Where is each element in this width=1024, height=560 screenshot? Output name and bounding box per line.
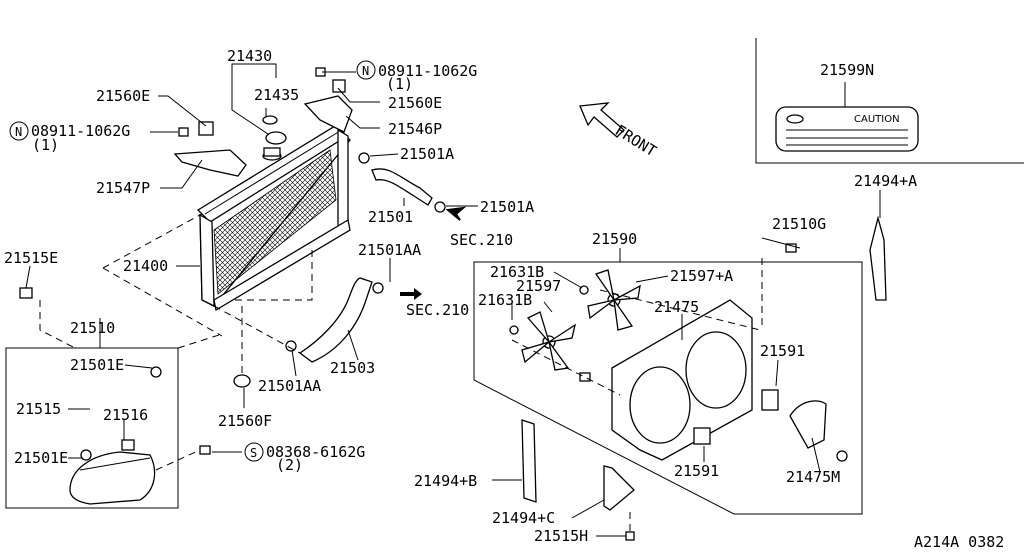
n-prefix-right: N (362, 64, 369, 78)
lower-hose-21503 (298, 277, 373, 363)
leader-lines (25, 63, 881, 537)
callout-08911-right-qty: (1) (386, 75, 413, 93)
callout-21501AA-top: 21501AA (358, 241, 421, 259)
fan-blade-21597 (521, 311, 576, 371)
callout-21599N: 21599N (820, 61, 874, 79)
callout-21515: 21515 (16, 400, 61, 418)
nissan-logo-icon (786, 114, 804, 124)
callout-21494A: 21494+A (854, 172, 917, 190)
callout-21590: 21590 (592, 230, 637, 248)
callout-08911-left: 08911-1062G (31, 122, 130, 140)
cap-gasket-icon (262, 115, 278, 125)
callout-21631B-top: 21631B (490, 263, 544, 281)
bracket-21547P (173, 149, 247, 177)
air-guide-21494C (603, 465, 635, 511)
clamp-reservoir-low (80, 449, 92, 461)
mount-rubber-left (198, 121, 214, 136)
air-guide-21494B (521, 419, 537, 503)
reservoir-cap-21516 (121, 439, 135, 451)
callout-21560E-right: 21560E (388, 94, 442, 112)
mount-rubber-right (332, 79, 346, 93)
callout-21503: 21503 (330, 359, 375, 377)
callout-21400: 21400 (123, 257, 168, 275)
upper-hose-21501 (371, 168, 433, 206)
callout-21501E-top: 21501E (70, 356, 124, 374)
shroud-ring-2 (685, 331, 747, 409)
callout-21515E: 21515E (4, 249, 58, 267)
bolt-s-symbol (244, 442, 264, 462)
callout-08368-qty: (2) (276, 456, 303, 474)
callout-21560E-left: 21560E (96, 87, 150, 105)
callout-21501: 21501 (368, 208, 413, 226)
callout-21435: 21435 (254, 86, 299, 104)
callout-21631B-low: 21631B (478, 291, 532, 309)
callout-21597A: 21597+A (670, 267, 733, 285)
caution-text: CAUTION (854, 114, 900, 125)
callout-21475: 21475 (654, 298, 699, 316)
callout-21516: 21516 (103, 406, 148, 424)
lower-mount-21560F (233, 374, 251, 388)
reservoir-box (5, 287, 264, 509)
clamp-lower-1 (372, 282, 384, 294)
clamp-upper-1 (358, 152, 370, 164)
clip-21515E (19, 287, 33, 299)
callout-21494C: 21494+C (492, 509, 555, 527)
callout-labels: 21430 21435 21560E 08911-1062G (1) 08911… (4, 47, 1004, 551)
reservoir-tank-21510 (69, 451, 156, 505)
sec-arrow-icon (400, 288, 422, 300)
sec-ref-upper: SEC.210 (450, 231, 513, 249)
callout-08911-right: 08911-1062G (378, 62, 477, 80)
callout-21501E-low: 21501E (14, 449, 68, 467)
callout-21560F: 21560F (218, 412, 272, 430)
front-arrow-icon (579, 102, 625, 138)
callout-21475M: 21475M (786, 468, 840, 486)
nut-left (178, 127, 189, 137)
diagram-code: A214A 0382 (914, 533, 1004, 551)
clamp-upper-2 (434, 201, 446, 213)
radiator-assembly (102, 67, 467, 388)
callout-21515H: 21515H (534, 527, 588, 545)
air-guide-21494A (869, 215, 887, 301)
fan-motor-21591-right (761, 389, 779, 411)
screw-21510G (785, 243, 797, 253)
fan-blade-21597A (587, 269, 641, 331)
callout-21501AA-low: 21501AA (258, 377, 321, 395)
front-arrow: FRONT (579, 102, 660, 160)
clamp-lower-2 (285, 340, 297, 352)
cap-top-icon (265, 131, 287, 145)
callout-21546P: 21546P (388, 120, 442, 138)
clip-21515H (625, 531, 635, 541)
nut-n-symbol-right (356, 60, 376, 80)
callout-21430: 21430 (227, 47, 272, 65)
callout-21510G: 21510G (772, 215, 826, 233)
bolt-08368 (199, 445, 211, 455)
n-prefix-left: N (15, 125, 22, 139)
callout-21547P: 21547P (96, 179, 150, 197)
s-prefix: S (250, 446, 257, 460)
callout-21501A-lower: 21501A (480, 198, 534, 216)
fan-motor-21591-low (693, 427, 711, 445)
caution-label-plate (775, 106, 919, 152)
callout-21597: 21597 (516, 277, 561, 295)
callout-21510: 21510 (70, 319, 115, 337)
fan-shroud-box (473, 237, 863, 515)
callout-08368: 08368-6162G (266, 443, 365, 461)
clamp-reservoir-top (150, 366, 162, 378)
callout-21501A-top: 21501A (400, 145, 454, 163)
callout-21591-low: 21591 (674, 462, 719, 480)
nut-n-symbol-left (9, 121, 29, 141)
shroud-ring-1 (629, 366, 691, 444)
caution-label-box: 21599N CAUTION (755, 38, 1024, 164)
callout-21591-right: 21591 (760, 342, 805, 360)
callout-08911-left-qty: (1) (32, 136, 59, 154)
callout-21494B: 21494+B (414, 472, 477, 490)
bracket-21546P (303, 95, 353, 133)
front-label: FRONT (612, 121, 660, 160)
cover-21475M (789, 400, 827, 449)
sec-ref-lower: SEC.210 (406, 301, 469, 319)
